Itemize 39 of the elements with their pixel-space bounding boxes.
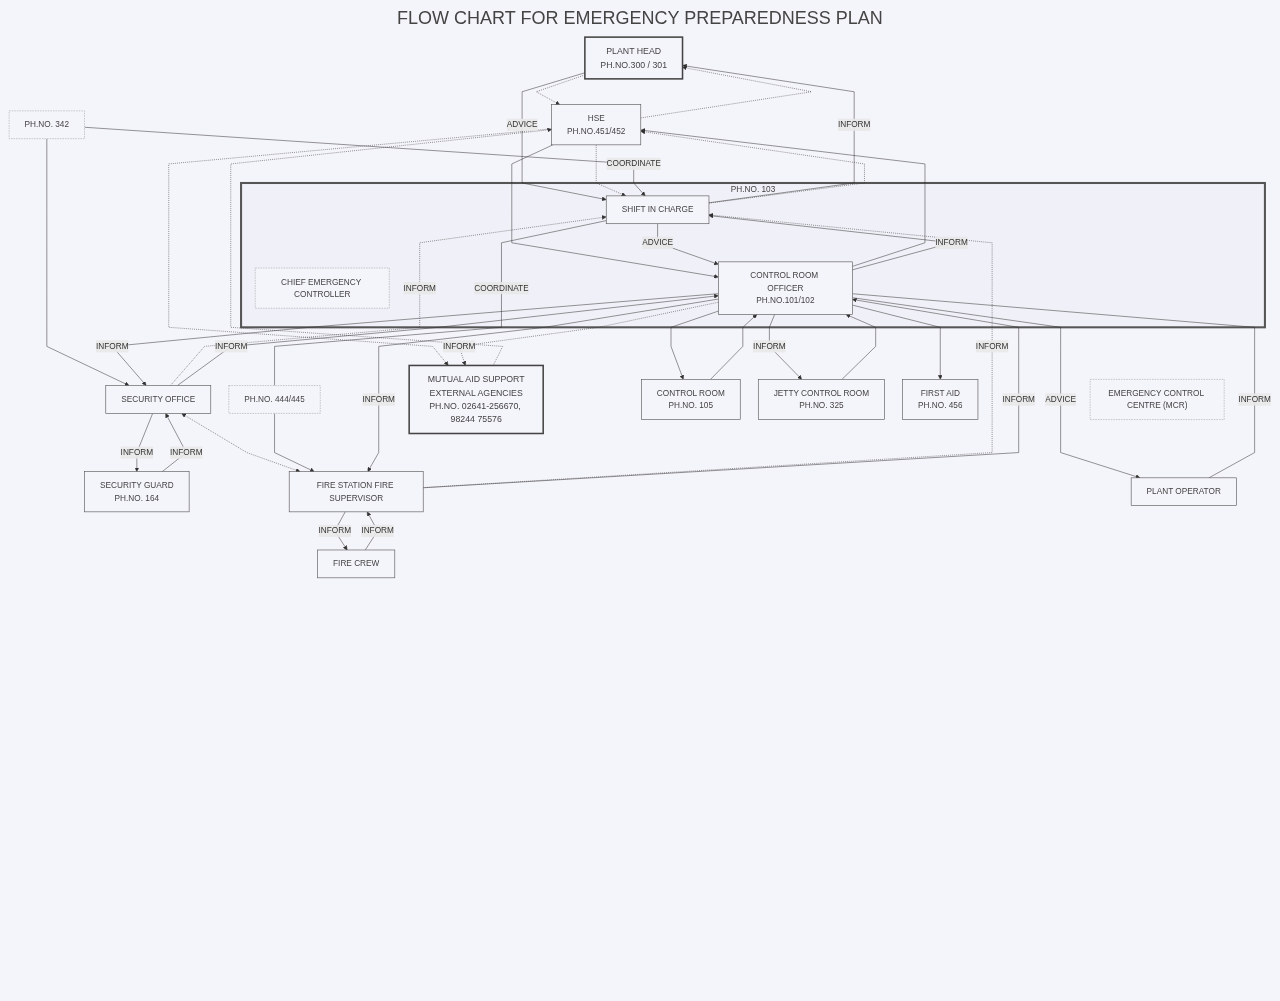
- edge-label: ADVICE: [506, 120, 538, 129]
- edge-label: INFORM: [975, 341, 1009, 351]
- edge-label: INFORM: [214, 341, 248, 351]
- node-box: CONTROL ROOM OFFICER PH.NO.101/102: [718, 261, 853, 315]
- node-box: CHIEF EMERGENCY CONTROLLER: [255, 267, 390, 309]
- edge-label: INFORM: [442, 341, 476, 351]
- edge-label: INFORM: [96, 341, 129, 351]
- node-box: SHIFT IN CHARGE: [605, 195, 710, 224]
- node-box: EMERGENCY CONTROL CENTRE (MCR): [1089, 379, 1225, 420]
- node-box: CONTROL ROOM PH.NO. 105: [641, 379, 741, 420]
- edge-label: INFORM: [837, 120, 871, 129]
- edge-label: INFORM: [318, 526, 352, 536]
- node-box: PLANT OPERATOR: [1130, 477, 1237, 506]
- edge-label: INFORM: [1238, 394, 1271, 404]
- node-box: JETTY CONTROL ROOM PH.NO. 325: [758, 379, 885, 420]
- edge-label: ADVICE: [1045, 394, 1076, 404]
- node-box: FIRE STATION FIRE SUPERVISOR: [288, 471, 424, 513]
- edge-label: COORDINATE: [474, 283, 529, 293]
- edge-label: INFORM: [935, 238, 968, 247]
- edge-label: INFORM: [170, 447, 203, 457]
- node-box: PLANT HEAD PH.NO.300 / 301: [584, 36, 684, 80]
- connector: [274, 220, 607, 386]
- node-box: MUTUAL AID SUPPORT EXTERNAL AGENCIES PH.NO. 02641-256670, 98244 75576: [408, 364, 544, 435]
- node-box: SECURITY OFFICE: [105, 385, 212, 414]
- node-box: PH.NO. 342: [8, 110, 85, 139]
- node-box: FIRST AID PH.NO. 456: [902, 379, 979, 420]
- node-box: FIRE CREW: [317, 549, 396, 579]
- edge-label: INFORM: [120, 447, 154, 457]
- node-box: SECURITY GUARD PH.NO. 164: [84, 471, 190, 513]
- edge-label: COORDINATE: [606, 159, 661, 169]
- node-box: PH.NO. 444/445: [228, 385, 321, 414]
- node-box: HSE PH.NO.451/452: [551, 104, 642, 146]
- edge-label: INFORM: [362, 394, 395, 404]
- diagram-title: FLOW CHART FOR EMERGENCY PREPAREDNESS PLAN: [396, 8, 884, 29]
- edge-label: ADVICE: [642, 238, 673, 247]
- edge-label: INFORM: [403, 283, 436, 293]
- edge-label: INFORM: [1002, 394, 1035, 404]
- edge-label: INFORM: [753, 341, 786, 351]
- edge-label: INFORM: [361, 526, 394, 536]
